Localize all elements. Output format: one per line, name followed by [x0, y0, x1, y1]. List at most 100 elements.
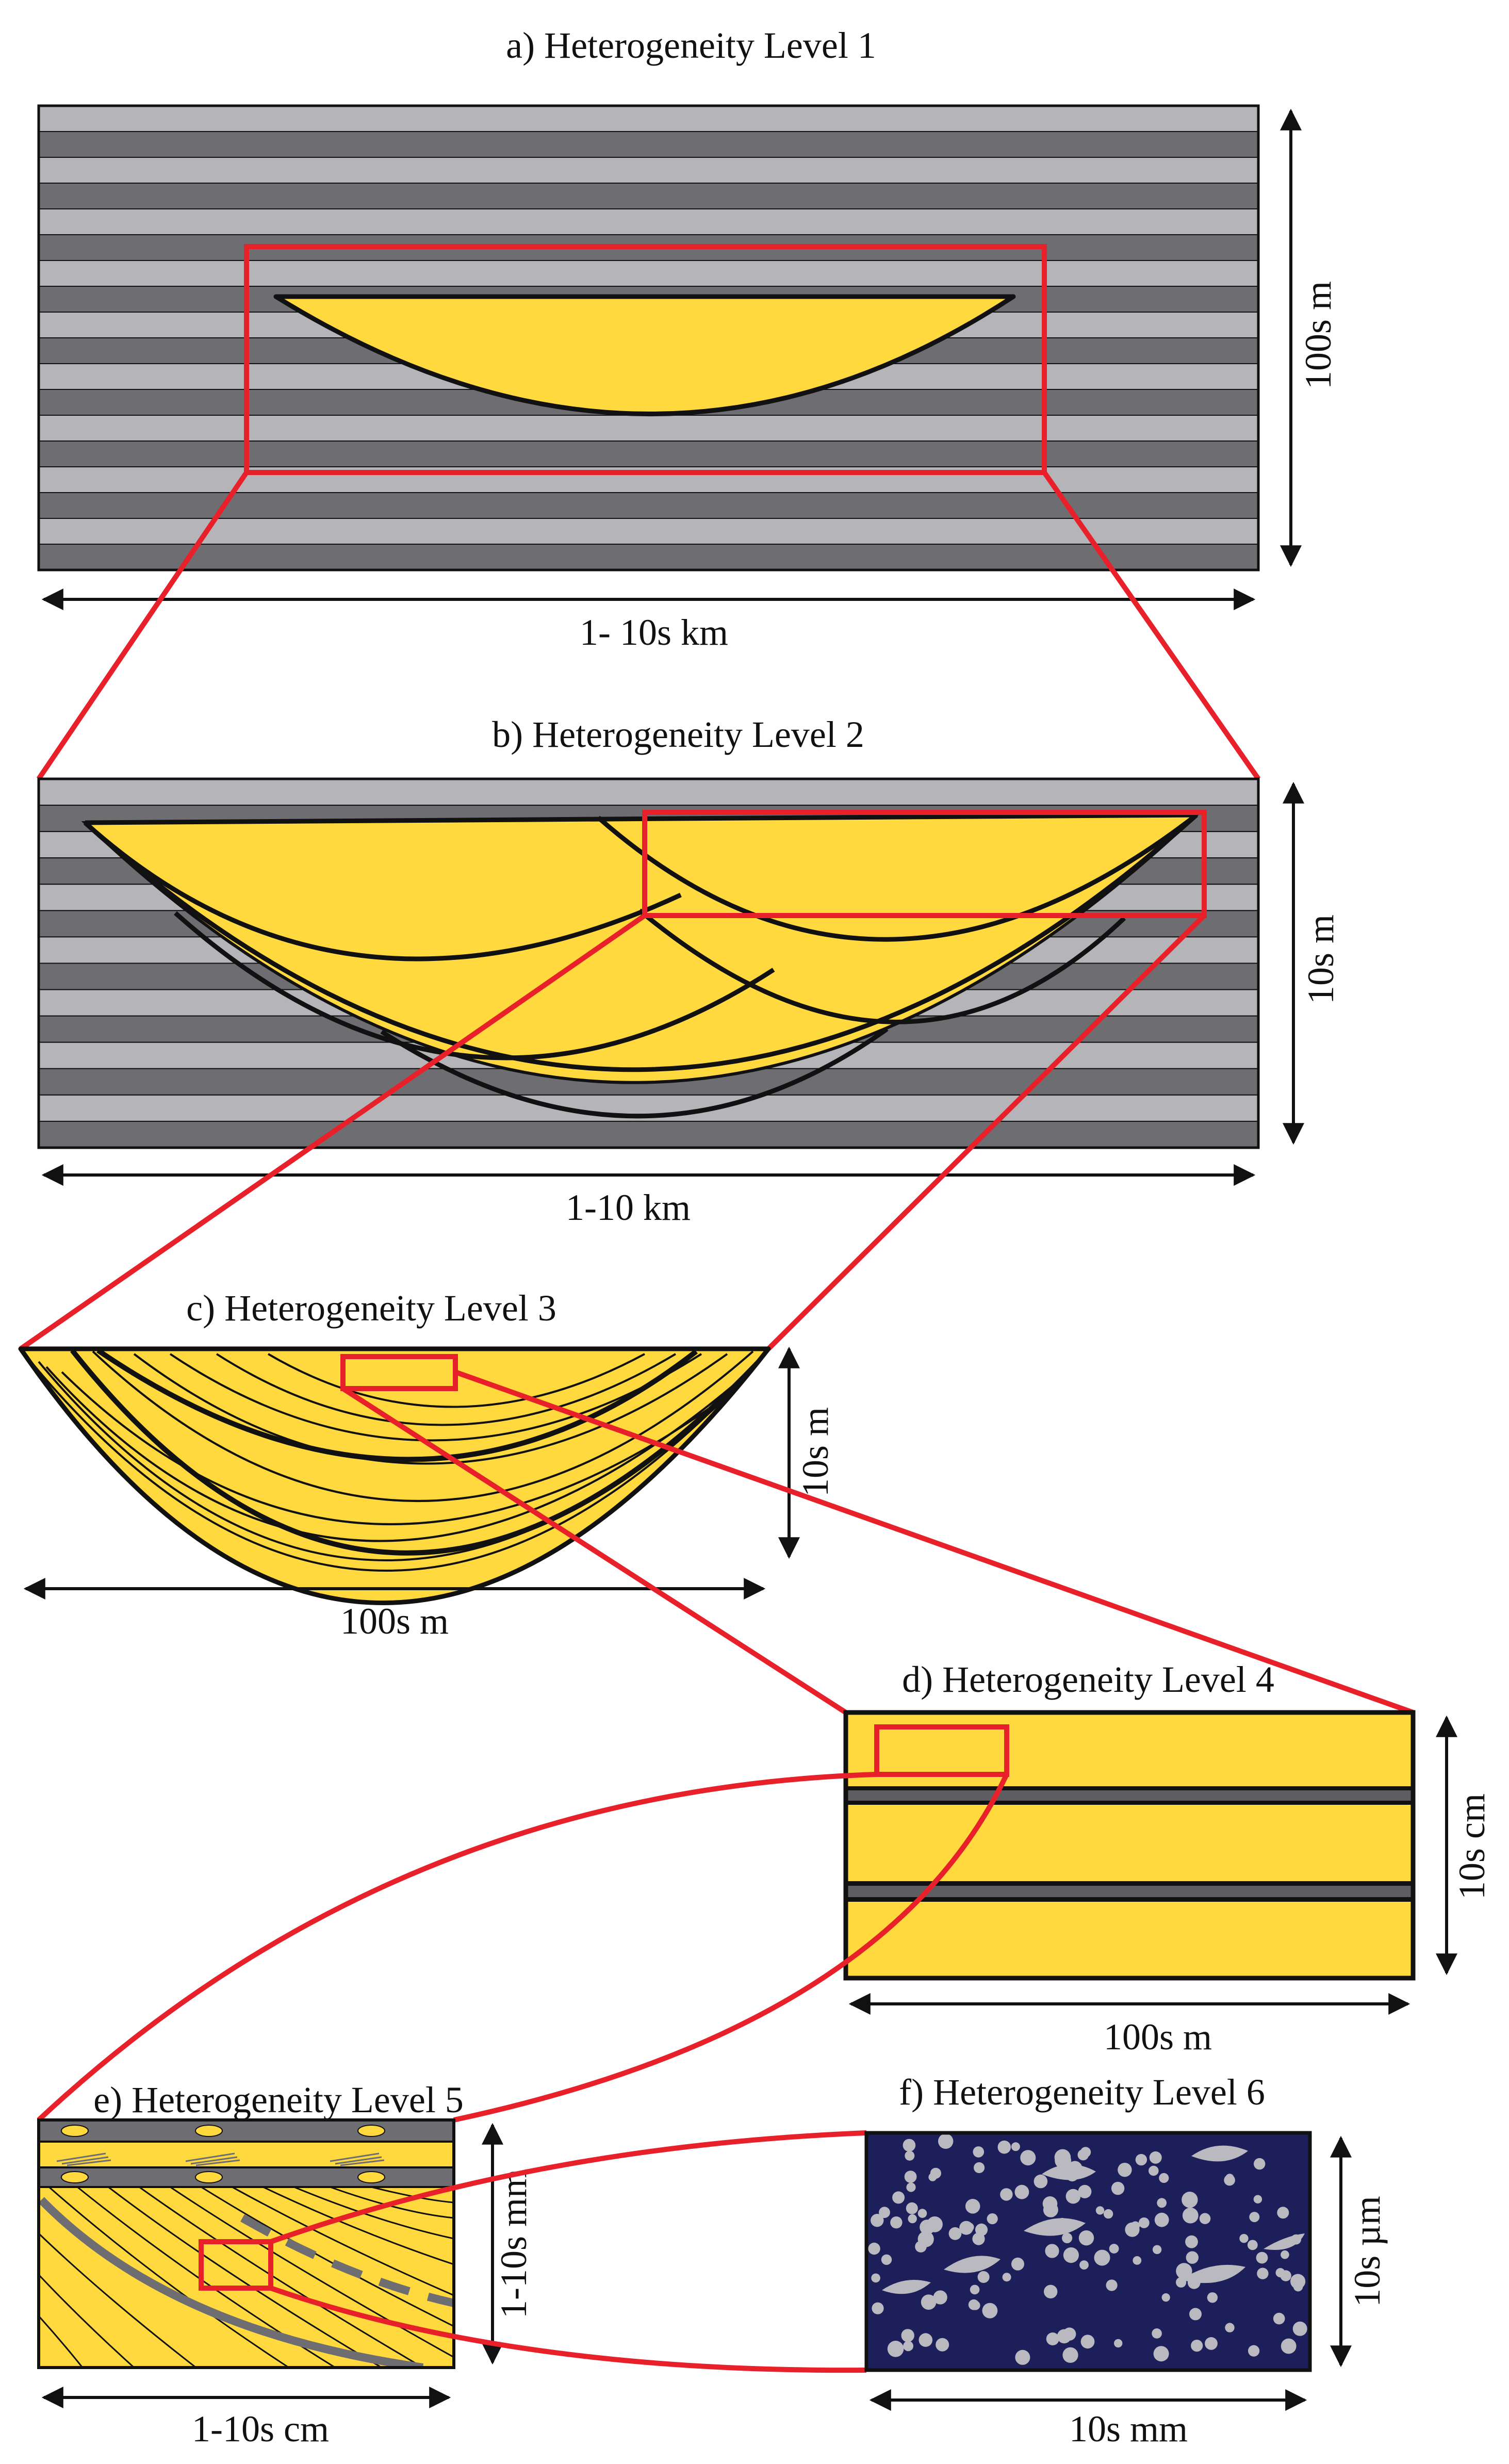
grain [1011, 2142, 1020, 2151]
grain [1002, 2273, 1011, 2282]
grain [968, 2299, 979, 2310]
grain [1034, 2174, 1048, 2189]
panel-c: c) Heterogeneity Level 3 10s m 100s m [18, 1287, 836, 1642]
panel-d-width-label: 100s m [1104, 2016, 1212, 2058]
grain [1043, 2202, 1058, 2217]
grain [1111, 2181, 1125, 2195]
panel-d-zoom-box [874, 1724, 1009, 1777]
grain [933, 2290, 947, 2305]
panel-a-frame [37, 104, 1260, 572]
grain [1138, 2217, 1150, 2228]
grain [1281, 2250, 1289, 2259]
grain [1065, 2189, 1081, 2204]
grain [1062, 2347, 1078, 2363]
grain [903, 2341, 913, 2352]
grain [1135, 2153, 1147, 2166]
zoom-line-b-c-left [19, 913, 646, 1351]
panel-f-small-grains [868, 2133, 1307, 2365]
panel-e-ooid-marks [61, 2125, 385, 2183]
grain [1191, 2340, 1203, 2352]
grain [1199, 2213, 1211, 2225]
grain [879, 2207, 890, 2218]
zoom-curve-e-f-lower [270, 2286, 867, 2373]
panel-b-channel-complex [81, 812, 1201, 1119]
grain [1106, 2279, 1118, 2291]
panel-d-height-label: 10s cm [1451, 1793, 1492, 1900]
stratum-band [38, 131, 1259, 158]
grain [872, 2302, 884, 2314]
panel-c-laminae [30, 1349, 768, 1572]
panel-f: f) Heterogeneity Level 6 10s µm 10s mm [864, 2071, 1388, 2450]
grain [1000, 2188, 1013, 2201]
grain [1249, 2212, 1260, 2223]
panel-b-zoom-box [642, 810, 1207, 918]
stratum-band [38, 544, 1259, 570]
grain [1256, 2251, 1268, 2264]
stratum-band [38, 105, 1259, 132]
stratum-band [38, 208, 1259, 235]
grain [908, 2214, 917, 2224]
panel-c-title: c) Heterogeneity Level 3 [186, 1287, 556, 1329]
grain [1149, 2151, 1162, 2164]
grain [1057, 2329, 1072, 2344]
grain [948, 2227, 962, 2240]
grain [970, 2284, 980, 2295]
grain [1149, 2165, 1159, 2176]
grain [901, 2329, 914, 2342]
grain [936, 2338, 949, 2352]
grain [982, 2303, 998, 2319]
grain [965, 2223, 974, 2232]
panel-e: e) Heterogeneity Level 5 [37, 2079, 534, 2450]
grain [1118, 2163, 1132, 2177]
grain [915, 2241, 927, 2253]
panel-c-height-label: 10s m [795, 1407, 836, 1497]
stratum-band [38, 778, 1259, 806]
grain [1207, 2292, 1218, 2303]
stratum-band [38, 440, 1259, 467]
grain [1239, 2234, 1249, 2243]
grain [1077, 2149, 1089, 2161]
grain [1114, 2339, 1123, 2348]
grain [965, 2199, 980, 2214]
grain [987, 2213, 998, 2225]
grain [1185, 2235, 1198, 2248]
panel-f-height-label: 10s µm [1347, 2196, 1388, 2307]
panel-e-ripple-marks [56, 2152, 385, 2166]
grain [871, 2273, 880, 2283]
panel-a-channel-body [273, 294, 1016, 416]
panel-b-frame [37, 777, 1260, 1149]
zoom-line-c-d-left [341, 1386, 847, 1715]
zoom-line-c-d-right [454, 1369, 1414, 1715]
grain [1094, 2249, 1110, 2266]
grain [1133, 2256, 1142, 2265]
panel-b-title: b) Heterogeneity Level 2 [492, 714, 864, 755]
panel-d-mud-drape-2-core [846, 1886, 1413, 1897]
panel-e-width-label: 1-10s cm [192, 2408, 329, 2450]
panel-e-title: e) Heterogeneity Level 5 [93, 2079, 464, 2120]
grain [1078, 2184, 1092, 2198]
panel-e-height-label: 1-10s mm [493, 2169, 534, 2319]
stratum-band [38, 260, 1259, 287]
grain [1046, 2332, 1059, 2345]
grain [1205, 2337, 1218, 2350]
grain [1095, 2206, 1105, 2215]
panel-a-width-label: 1- 10s km [580, 612, 728, 653]
stratum-band [38, 1120, 1259, 1148]
stratum-band [38, 415, 1259, 442]
grain [927, 2216, 943, 2232]
grain [1014, 2184, 1029, 2199]
grain [1054, 2149, 1071, 2166]
grain [918, 2333, 933, 2347]
panel-f-title: f) Heterogeneity Level 6 [899, 2071, 1265, 2113]
grain [1254, 2158, 1266, 2170]
grain [975, 2223, 988, 2236]
zoom-curve-d-e-outer [37, 1772, 877, 2122]
grain [1273, 2312, 1285, 2325]
grain [1248, 2345, 1260, 2357]
grain [1078, 2230, 1094, 2246]
grain [1062, 2232, 1073, 2243]
grain [1161, 2293, 1170, 2302]
grain [1045, 2244, 1059, 2258]
grain [871, 2214, 884, 2227]
